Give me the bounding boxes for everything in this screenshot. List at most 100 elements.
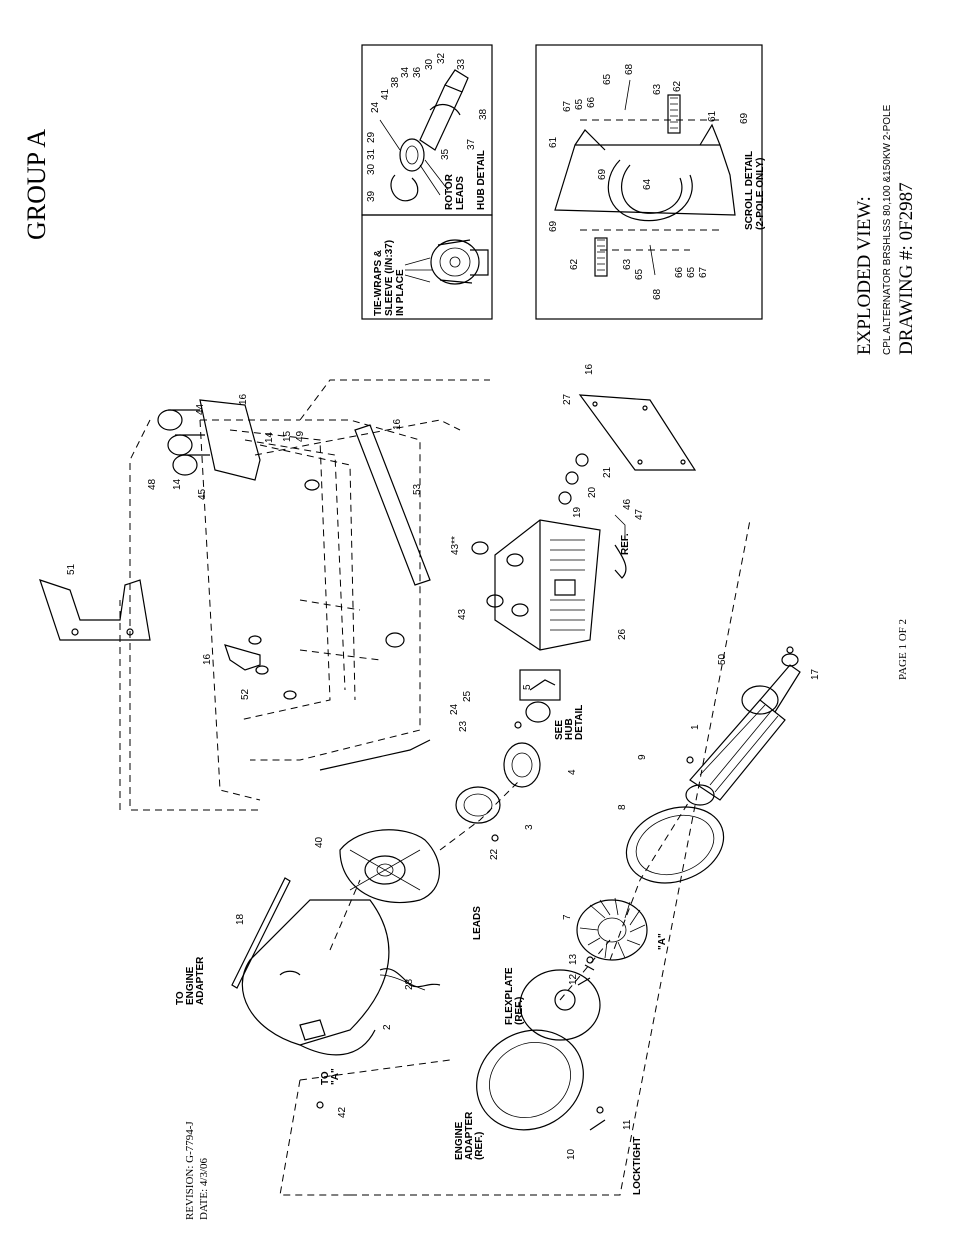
svg-text:45: 45 — [197, 488, 208, 500]
svg-text:12: 12 — [568, 973, 579, 985]
svg-text:53: 53 — [412, 483, 423, 495]
svg-text:21: 21 — [602, 466, 613, 478]
svg-text:62: 62 — [569, 258, 580, 270]
part-3-carrier — [455, 786, 501, 824]
svg-text:ADAPTER: ADAPTER — [195, 956, 206, 1005]
svg-text:30: 30 — [424, 58, 435, 70]
part-40-end-bracket — [339, 829, 440, 904]
hardware-bolts — [316, 646, 794, 1131]
svg-text:16: 16 — [584, 363, 595, 375]
see-hub-detail-box: SEE HUB DETAIL — [519, 669, 585, 740]
svg-text:TO: TO — [175, 991, 186, 1005]
svg-text:33: 33 — [456, 58, 467, 70]
svg-text:FLEXPLATE: FLEXPLATE — [504, 967, 515, 1025]
svg-text:26: 26 — [617, 628, 628, 640]
svg-text:50: 50 — [717, 653, 728, 665]
svg-text:(REF.): (REF.) — [474, 1132, 485, 1160]
part-number-labels: 1 2 3 4 5 7 8 9 10 11 12 13 14 14 15 16 … — [66, 363, 821, 1160]
svg-text:LOCKTIGHT: LOCKTIGHT — [632, 1137, 643, 1195]
svg-text:17: 17 — [810, 668, 821, 680]
part-46-clamp — [614, 514, 627, 579]
svg-text:67: 67 — [698, 266, 709, 278]
part-27-panel — [578, 394, 697, 471]
revision-text: REVISION: G-7794-J — [184, 1121, 196, 1220]
svg-text:9: 9 — [637, 754, 648, 760]
svg-text:43**: 43** — [450, 536, 461, 555]
svg-text:65: 65 — [686, 266, 697, 278]
grommets-43 — [471, 541, 504, 608]
svg-text:23: 23 — [458, 720, 469, 732]
title-line-3: DRAWING #: 0F2987 — [896, 182, 917, 355]
svg-text:4: 4 — [567, 769, 578, 775]
frame-assembly — [129, 379, 490, 811]
svg-text:63: 63 — [652, 83, 663, 95]
svg-text:LEADS: LEADS — [472, 906, 483, 940]
svg-text:5: 5 — [522, 684, 533, 690]
svg-text:LEADS: LEADS — [455, 176, 466, 210]
svg-text:64: 64 — [642, 178, 653, 190]
svg-text:10: 10 — [566, 1148, 577, 1160]
svg-text:3: 3 — [524, 824, 535, 830]
svg-text:69: 69 — [739, 112, 750, 124]
svg-text:14: 14 — [172, 478, 183, 490]
svg-text:25: 25 — [462, 690, 473, 702]
assembly-dashed-lines — [119, 519, 751, 1196]
svg-text:24: 24 — [449, 703, 460, 715]
svg-text:41: 41 — [380, 88, 391, 100]
part-8-ring — [625, 806, 725, 884]
date-text: DATE: 4/3/06 — [198, 1157, 210, 1220]
part-1-rotor — [685, 653, 801, 806]
svg-text:22: 22 — [489, 848, 500, 860]
svg-text:38: 38 — [390, 76, 401, 88]
title-line-1: EXPLODED VIEW: — [854, 196, 875, 355]
svg-text:SCROLL DETAIL: SCROLL DETAIL — [744, 151, 755, 230]
svg-text:HUB: HUB — [564, 718, 575, 740]
svg-text:65: 65 — [574, 98, 585, 110]
svg-text:61: 61 — [548, 136, 559, 148]
part-5-hub — [525, 701, 551, 723]
svg-text:15: 15 — [282, 430, 293, 442]
page-number: PAGE 1 OF 2 — [897, 619, 909, 680]
svg-text:27: 27 — [562, 393, 573, 405]
svg-text:48: 48 — [147, 478, 158, 490]
svg-text:65: 65 — [602, 73, 613, 85]
svg-text:"A": "A" — [330, 1068, 341, 1085]
svg-text:SEE: SEE — [554, 720, 565, 740]
svg-text:16: 16 — [202, 653, 213, 665]
svg-text:(REF.): (REF.) — [514, 997, 525, 1025]
part-51-cover — [39, 579, 151, 641]
svg-text:44: 44 — [195, 403, 206, 415]
svg-text:31: 31 — [366, 148, 377, 160]
svg-text:TO: TO — [320, 1071, 331, 1085]
svg-text:49: 49 — [295, 430, 306, 442]
svg-text:HUB DETAIL: HUB DETAIL — [476, 150, 487, 210]
svg-text:ADAPTER: ADAPTER — [464, 1111, 475, 1160]
part-7-fan — [576, 897, 648, 961]
part-53-bar — [354, 424, 431, 586]
part-4-hub — [503, 742, 541, 788]
svg-text:36: 36 — [412, 66, 423, 78]
svg-text:29: 29 — [366, 131, 377, 143]
svg-text:39: 39 — [366, 190, 377, 202]
svg-text:ROTOR: ROTOR — [444, 173, 455, 210]
svg-text:43: 43 — [457, 608, 468, 620]
svg-text:SLEEVE (I/N:37): SLEEVE (I/N:37) — [384, 240, 395, 316]
svg-text:30: 30 — [366, 163, 377, 175]
flexplate — [519, 969, 601, 1041]
svg-text:16: 16 — [238, 393, 249, 405]
svg-text:28: 28 — [404, 978, 415, 990]
svg-text:1: 1 — [690, 724, 701, 730]
svg-text:IN PLACE: IN PLACE — [395, 269, 406, 316]
callout-labels: TO ENGINE ADAPTER TO "A" LEADS FLEXPLATE… — [175, 533, 668, 1195]
svg-text:51: 51 — [66, 563, 77, 575]
svg-text:14: 14 — [264, 431, 275, 443]
svg-text:20: 20 — [587, 486, 598, 498]
group-title: GROUP A — [22, 129, 51, 240]
svg-text:ENGINE: ENGINE — [454, 1121, 465, 1160]
svg-text:34: 34 — [400, 66, 411, 78]
svg-text:68: 68 — [624, 63, 635, 75]
svg-text:"A": "A" — [657, 933, 668, 950]
svg-text:16: 16 — [392, 418, 403, 430]
title-line-2: CPL ALTERNATOR BRSHLSS 80,100 &150KW 2-P… — [882, 104, 893, 355]
